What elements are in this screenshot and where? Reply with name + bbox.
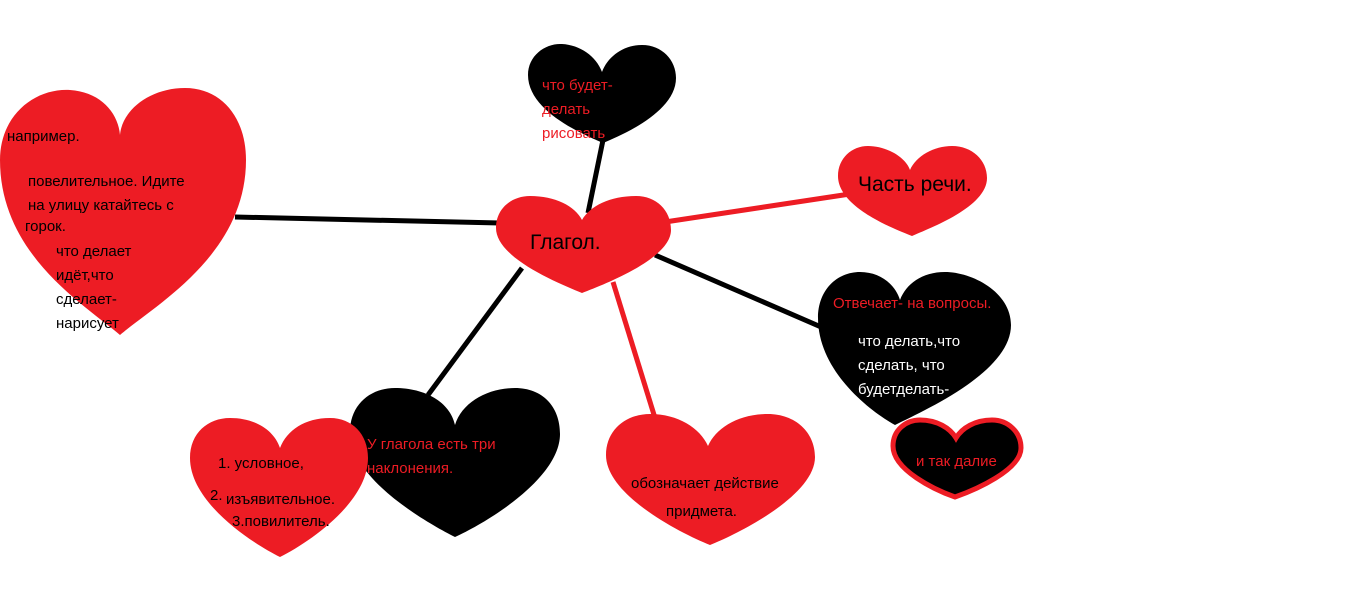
connector-part-of-speech: [664, 191, 851, 225]
action-line-1: обозначает действие: [631, 475, 779, 492]
mood-list-item-3: 3.повилитель.: [232, 513, 330, 530]
connector-moods: [425, 266, 525, 397]
moods-text: У глагола есть три наклонения.: [367, 433, 496, 481]
questions-line-2: сделать, что: [858, 357, 945, 374]
example-line-1: повелительное. Идите: [28, 173, 185, 190]
future-line-3: рисовать: [542, 125, 606, 142]
connector-example: [234, 214, 501, 226]
moods-line-2: наклонения.: [367, 460, 454, 477]
center-label: Глагол.: [530, 231, 601, 254]
heart-moods: [350, 388, 560, 537]
heart-questions: [818, 272, 1011, 425]
heart-mood-list: [190, 418, 368, 557]
example2-line-2: идёт,что: [56, 267, 114, 284]
questions-line-1: что делать,что: [858, 333, 961, 350]
example2-line-1: что делает: [56, 243, 132, 260]
example2-line-3: сделает-: [56, 291, 117, 308]
heart-etc: [890, 417, 1024, 500]
part-of-speech-label: Часть речи.: [858, 173, 972, 196]
example2-line-4: нарисует: [56, 315, 119, 332]
heart-action: [606, 414, 815, 545]
connector-future: [585, 139, 606, 214]
mood-list-item-2-number: 2.: [210, 487, 223, 504]
questions-line-3: будетделать-: [858, 381, 950, 398]
heart-center: [496, 196, 671, 293]
questions-title: Отвечает- на вопросы.: [833, 295, 992, 312]
future-text: что будет- делать рисовать: [542, 74, 613, 146]
example-title: например.: [7, 128, 80, 145]
future-line-1: что будет-: [542, 77, 613, 94]
mood-list-item-1: 1. условное,: [218, 455, 304, 472]
example-line-2: на улицу катайтесь с: [28, 197, 174, 214]
mood-list-item-2: изъявительное.: [226, 491, 336, 508]
moods-line-1: У глагола есть три: [367, 436, 496, 453]
heart-example: [0, 88, 246, 335]
future-line-2: делать: [542, 101, 591, 118]
heart-part-of-speech: [838, 146, 987, 236]
connector-questions: [654, 252, 829, 333]
example-line-3: горок.: [25, 218, 66, 235]
action-line-2: придмета.: [666, 503, 737, 520]
example-text-2: что делает идёт,что сделает- нарисует: [56, 240, 131, 336]
questions-text: что делать,что сделать, что будетделать-: [858, 330, 960, 402]
example-text: повелительное. Идите на улицу катайтесь …: [28, 170, 185, 218]
connector-action: [610, 281, 658, 419]
heart-future: [528, 43, 676, 143]
etc-label: и так далие: [916, 453, 997, 470]
